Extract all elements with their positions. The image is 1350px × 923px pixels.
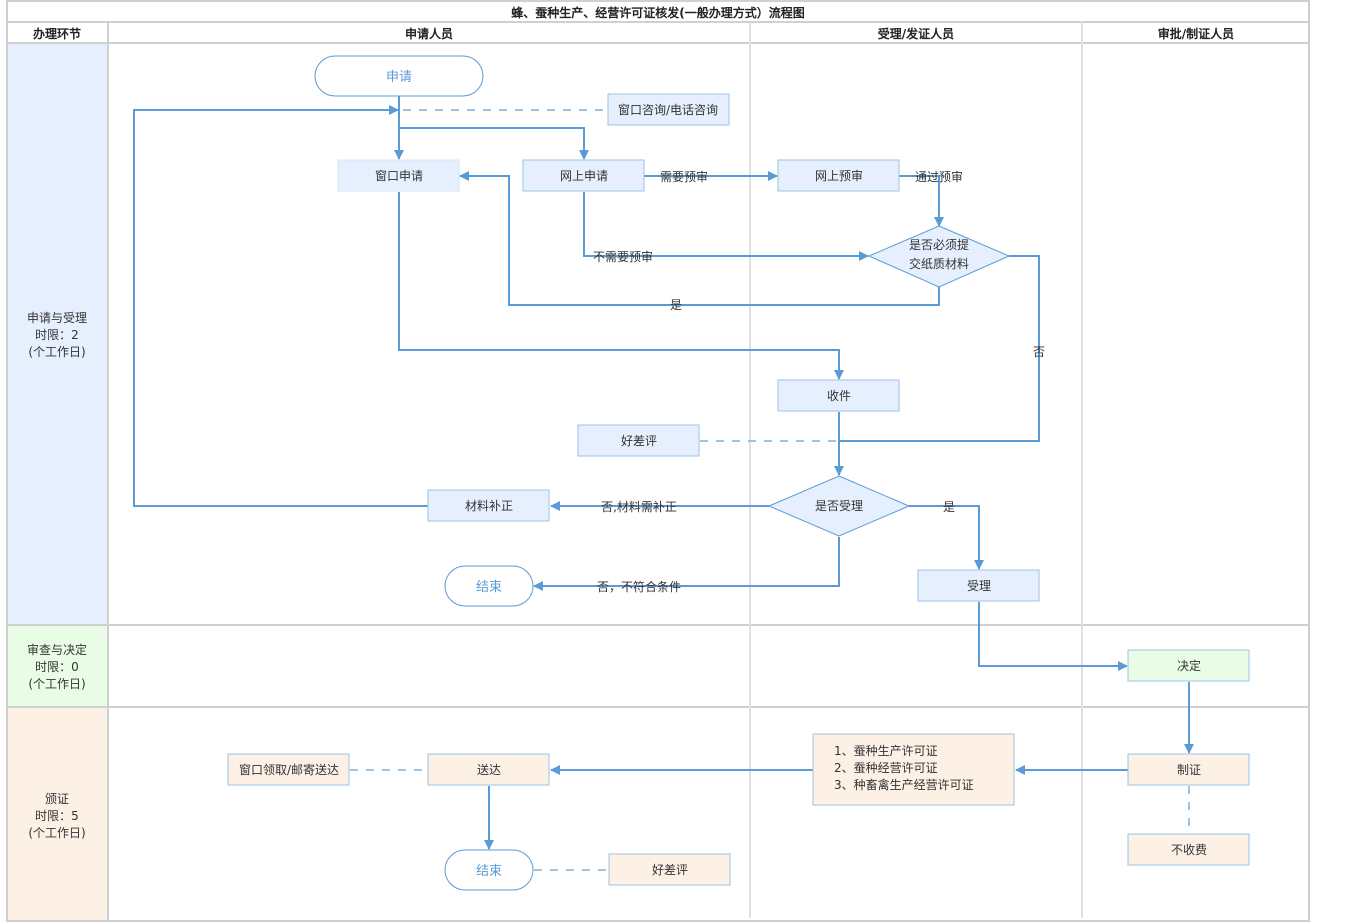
edge-accept-decide bbox=[978, 602, 1128, 671]
stage-name: 审查与决定 bbox=[27, 642, 87, 657]
edge-start-online bbox=[399, 127, 589, 160]
node-start[interactable]: 申请 bbox=[314, 55, 484, 97]
node-online-precheck[interactable]: 网上预审 bbox=[777, 159, 900, 192]
node-label: 决定 bbox=[1177, 658, 1201, 673]
edge-yes-paper bbox=[459, 171, 940, 306]
node-label: 是否受理 bbox=[815, 499, 863, 513]
dashed-connectors bbox=[350, 109, 1190, 871]
node-no-fee[interactable]: 不收费 bbox=[1127, 833, 1250, 866]
edge-yes-accept bbox=[909, 505, 984, 570]
stage-unit: (个工作日) bbox=[28, 345, 85, 359]
node-end1[interactable]: 结束 bbox=[444, 565, 534, 607]
node-label: 窗口咨询/电话咨询 bbox=[618, 102, 718, 117]
node-label: 是否必须提 bbox=[909, 237, 969, 252]
node-pickup[interactable]: 窗口领取/邮寄送达 bbox=[227, 753, 350, 786]
stage-limit: 时限：5 bbox=[35, 809, 79, 823]
edge-no-paper bbox=[839, 255, 1040, 442]
node-label: 好差评 bbox=[621, 434, 657, 448]
stage-bg-certify bbox=[7, 708, 108, 920]
node-rating1[interactable]: 好差评 bbox=[577, 424, 700, 457]
label-pass-precheck: 通过预审 bbox=[915, 169, 963, 184]
node-label: 结束 bbox=[476, 580, 502, 595]
node-label: 申请 bbox=[386, 70, 412, 85]
node-make-cert[interactable]: 制证 bbox=[1127, 753, 1250, 786]
chart-title: 蜂、蚕种生产、经营许可证核发(一般办理方式）流程图 bbox=[511, 5, 805, 20]
node-label: 收件 bbox=[827, 389, 851, 403]
header-approval: 审批/制证人员 bbox=[1158, 26, 1234, 41]
edge-not-qualified bbox=[533, 537, 840, 591]
node-rating2[interactable]: 好差评 bbox=[608, 853, 731, 886]
stage-apply: 申请与受理 时限：2 (个工作日) bbox=[27, 311, 87, 359]
stage-review: 审查与决定 时限：0 (个工作日) bbox=[27, 642, 87, 691]
node-label: 制证 bbox=[1177, 763, 1201, 777]
node-certificates[interactable]: 1、蚕种生产许可证 2、蚕种经营许可证 3、种畜禽生产经营许可证 bbox=[812, 733, 1015, 806]
header-stage: 办理环节 bbox=[33, 26, 81, 41]
node-decide[interactable]: 决定 bbox=[1127, 649, 1250, 682]
edge-no-precheck bbox=[583, 192, 869, 261]
label-not-qualified: 否，不符合条件 bbox=[597, 579, 681, 594]
edge-supplement-loop bbox=[133, 105, 428, 507]
stage-unit: (个工作日) bbox=[28, 677, 85, 691]
connectors bbox=[133, 96, 1194, 850]
stage-unit: (个工作日) bbox=[28, 826, 85, 840]
stage-bg-review bbox=[7, 626, 108, 707]
label-no-precheck: 不需要预审 bbox=[593, 249, 653, 264]
header-acceptance: 受理/发证人员 bbox=[878, 26, 954, 41]
label-yes-paper: 是 bbox=[670, 298, 682, 312]
certificate-item: 2、蚕种经营许可证 bbox=[834, 761, 938, 775]
stage-name: 申请与受理 bbox=[27, 311, 87, 325]
node-label: 网上申请 bbox=[560, 169, 608, 183]
node-label: 窗口申请 bbox=[375, 169, 423, 183]
node-accept-decision[interactable]: 是否受理 bbox=[767, 475, 911, 537]
lane-dividers bbox=[749, 22, 1083, 918]
node-window-apply[interactable]: 窗口申请 bbox=[337, 159, 460, 192]
header-applicant: 申请人员 bbox=[405, 26, 453, 41]
node-label: 不收费 bbox=[1171, 843, 1207, 857]
node-online-apply[interactable]: 网上申请 bbox=[522, 159, 645, 192]
node-label: 网上预审 bbox=[815, 168, 863, 183]
node-receive[interactable]: 收件 bbox=[777, 379, 900, 412]
node-label: 材料补正 bbox=[465, 499, 513, 513]
stage-certify: 颁证 时限：5 (个工作日) bbox=[28, 791, 85, 840]
label-need-precheck: 需要预审 bbox=[660, 169, 708, 184]
edge-window-receive bbox=[398, 192, 844, 380]
edge-pass-precheck bbox=[899, 175, 944, 227]
label-yes-accept: 是 bbox=[943, 500, 955, 514]
node-label: 受理 bbox=[967, 579, 991, 593]
stage-limit: 时限：2 bbox=[35, 328, 79, 342]
label-no-paper: 否 bbox=[1033, 345, 1045, 359]
node-accept[interactable]: 受理 bbox=[917, 569, 1040, 602]
label-need-supplement: 否,材料需补正 bbox=[601, 500, 677, 514]
node-label: 送达 bbox=[477, 762, 501, 777]
node-label: 窗口领取/邮寄送达 bbox=[239, 762, 339, 777]
node-paper-decision[interactable]: 是否必须提 交纸质材料 bbox=[867, 225, 1011, 288]
swimlane-grid bbox=[6, 0, 1310, 922]
node-label: 交纸质材料 bbox=[909, 256, 969, 271]
certificate-item: 3、种畜禽生产经营许可证 bbox=[834, 777, 974, 792]
node-label: 结束 bbox=[476, 864, 502, 879]
certificate-item: 1、蚕种生产许可证 bbox=[834, 744, 938, 758]
stage-name: 颁证 bbox=[45, 791, 69, 806]
stage-bg-apply bbox=[7, 44, 108, 625]
node-deliver[interactable]: 送达 bbox=[427, 753, 550, 786]
node-label: 好差评 bbox=[652, 863, 688, 877]
node-end2[interactable]: 结束 bbox=[444, 849, 534, 891]
node-consult[interactable]: 窗口咨询/电话咨询 bbox=[607, 93, 730, 126]
stage-limit: 时限：0 bbox=[35, 660, 79, 674]
node-supplement[interactable]: 材料补正 bbox=[427, 489, 550, 522]
